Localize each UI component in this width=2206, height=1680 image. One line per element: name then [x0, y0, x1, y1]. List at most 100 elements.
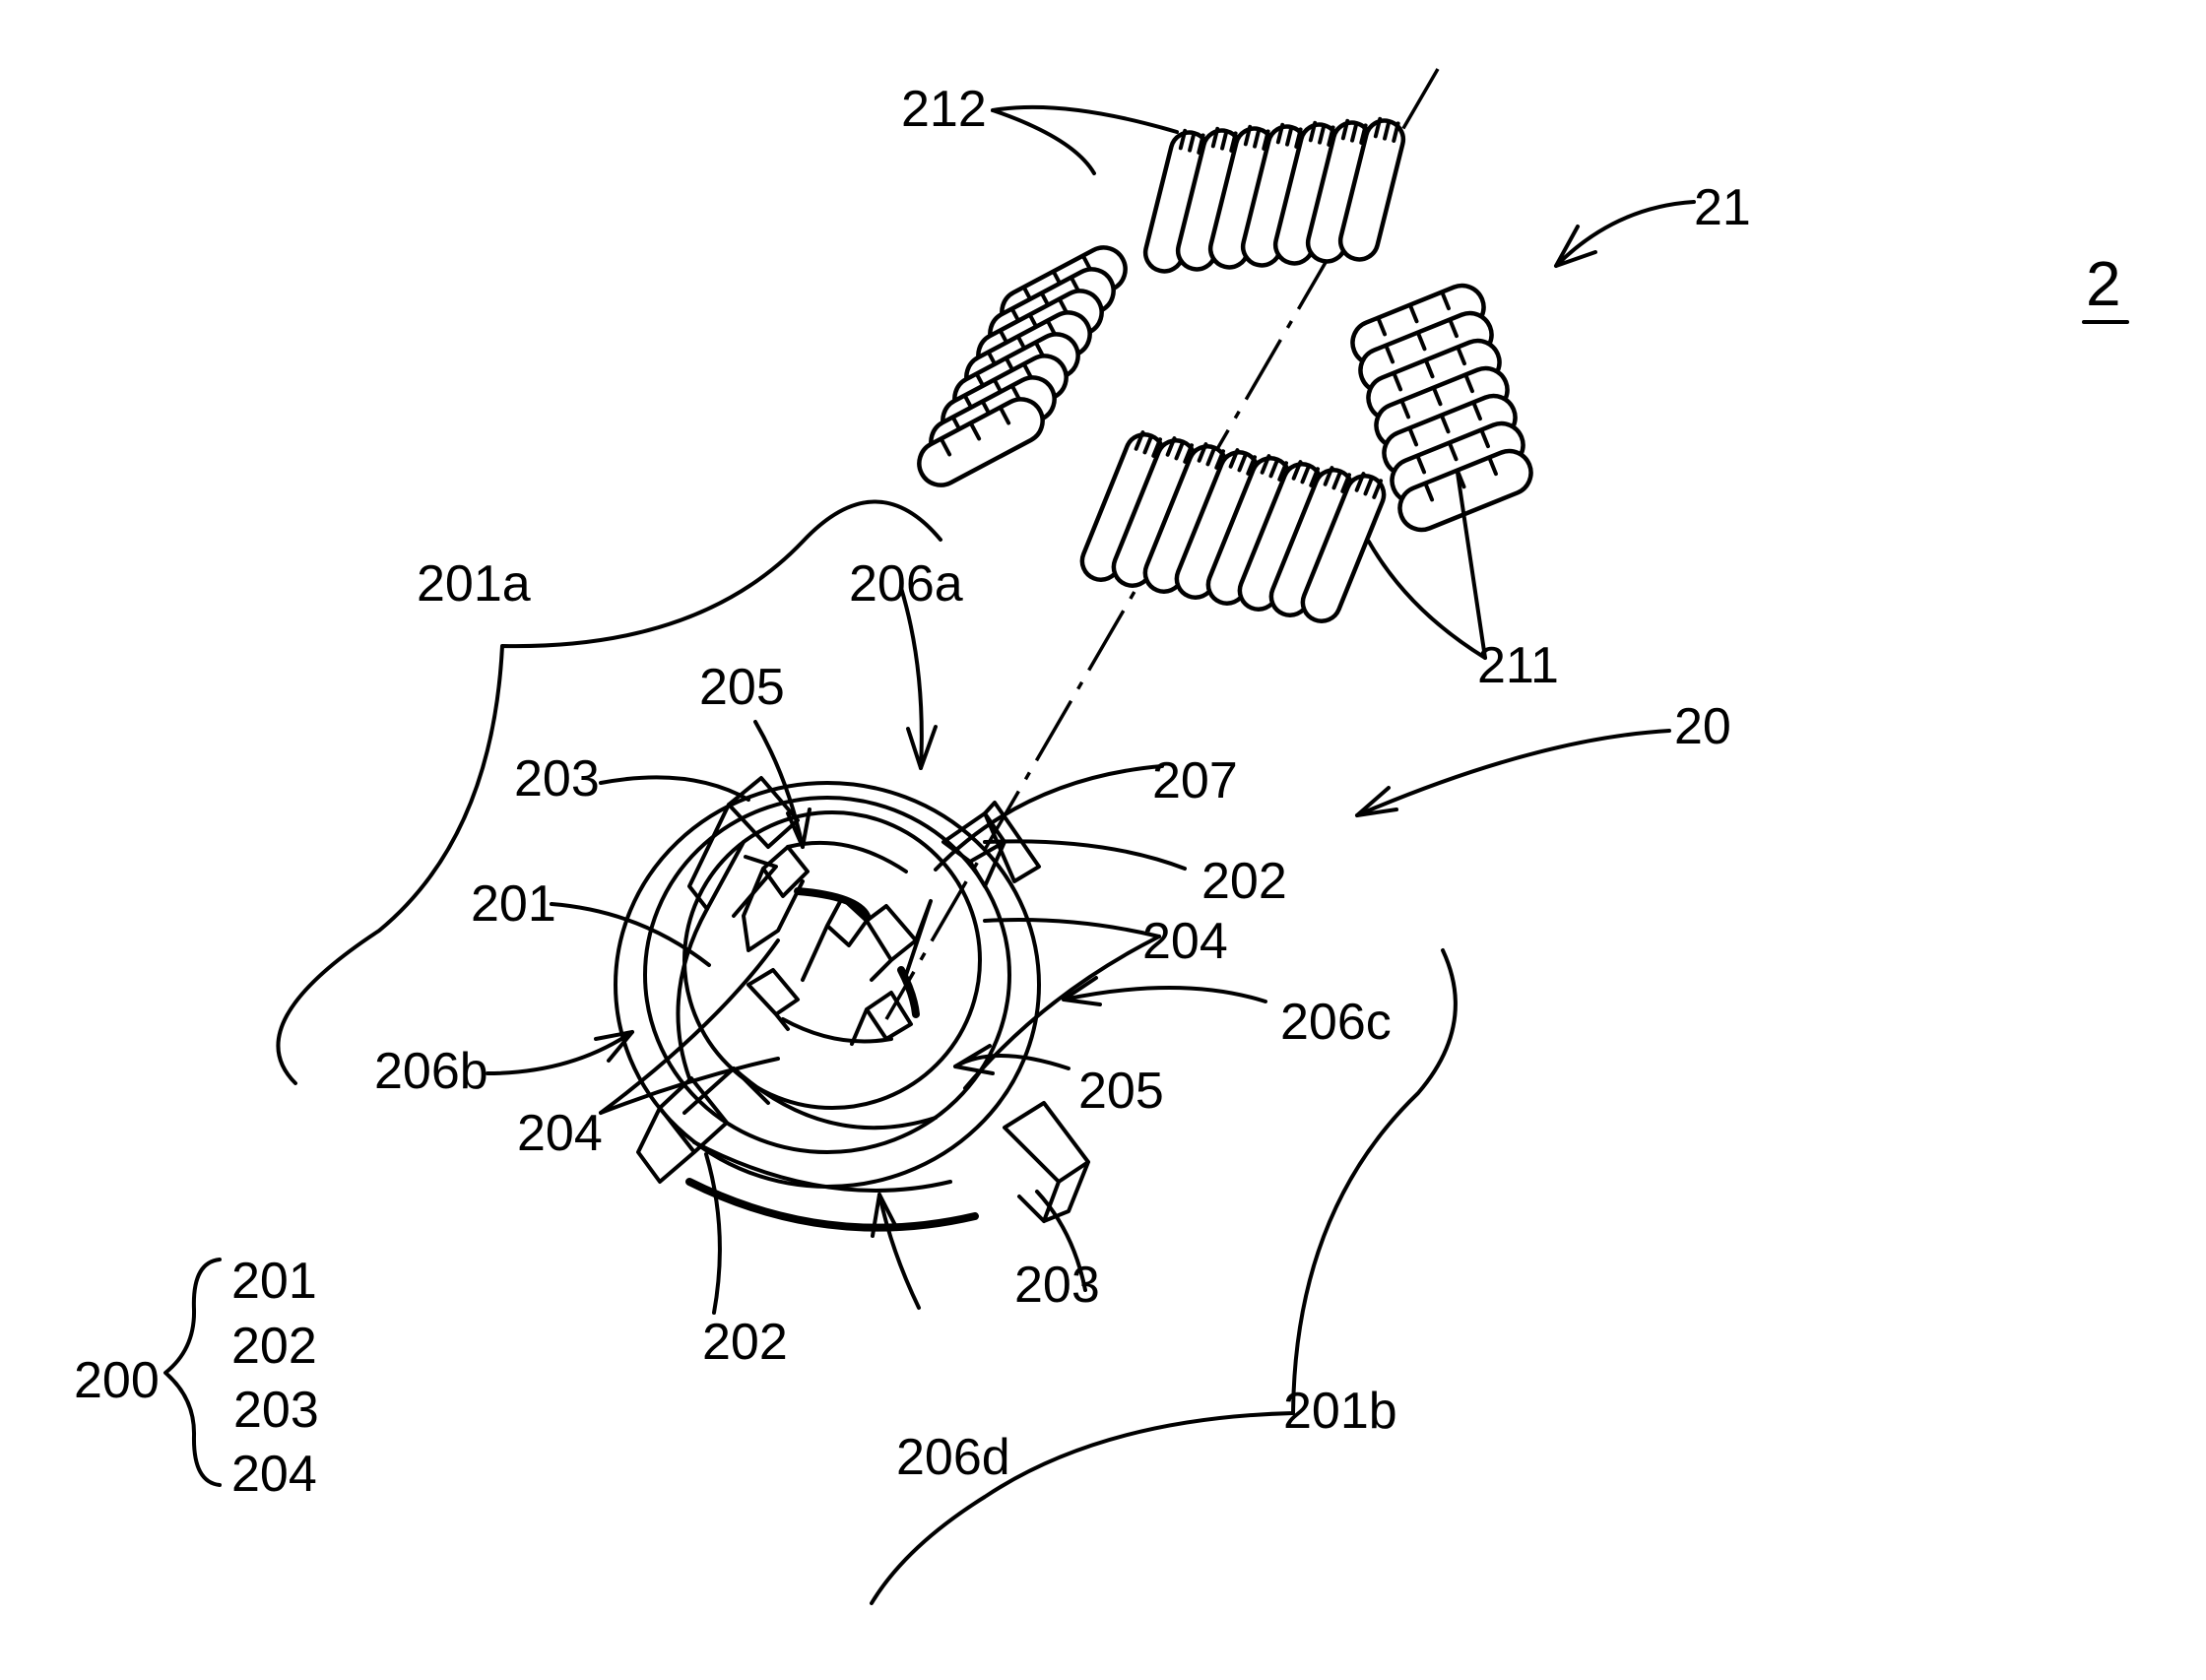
post-202-bottom — [636, 1076, 729, 1184]
coil-segment-mark — [939, 436, 952, 457]
coil-segment-mark — [1354, 472, 1366, 492]
arrowhead-20 — [1355, 786, 1398, 817]
coil-segment-mark — [1253, 127, 1262, 149]
label-205-top: 205 — [699, 659, 785, 716]
leader-206b — [486, 1030, 634, 1075]
coil-segment-mark — [1197, 442, 1208, 463]
coil-segment-mark — [1183, 443, 1195, 464]
coil-segment-mark — [1214, 449, 1226, 470]
coil-segment-mark — [1440, 290, 1451, 311]
outer-ring-bottom-rim — [685, 1178, 979, 1232]
label-201: 201 — [471, 875, 556, 933]
coil-segment-mark — [1392, 370, 1403, 392]
coil-segment-mark — [1228, 448, 1240, 469]
leader-206a — [899, 586, 924, 770]
coil-segment-mark — [1392, 121, 1400, 143]
leader-203-top — [599, 775, 750, 802]
coil-segment-mark — [1291, 460, 1303, 481]
coil-segment-mark — [1300, 463, 1312, 485]
coil-segment-mark — [1323, 466, 1334, 486]
label-206b: 206b — [374, 1043, 488, 1100]
label-207: 207 — [1152, 752, 1238, 809]
coil-winding-right — [1350, 283, 1533, 533]
coil-assembly-21 — [917, 116, 1533, 623]
coil-winding-upper-left — [917, 245, 1128, 487]
coil-segment-mark — [1350, 121, 1359, 143]
label-206c: 206c — [1280, 994, 1392, 1051]
leader-202-bottom — [704, 1152, 722, 1315]
leader-202-right — [983, 839, 1187, 871]
leader-203-bottom — [1035, 1190, 1087, 1292]
coil-segment-mark — [1262, 129, 1270, 151]
coil-segment-mark — [1463, 372, 1474, 394]
coil-segment-mark — [1308, 120, 1318, 143]
label-21: 21 — [1694, 179, 1751, 236]
coil-segment-mark — [1197, 133, 1205, 155]
lower-arc-band-inner — [732, 1066, 938, 1131]
outer-ring-inner-edge — [643, 796, 1011, 1154]
coil-segment-mark — [998, 405, 1011, 425]
group-child-label: 203 — [233, 1382, 319, 1439]
inner-rim-arc-right — [897, 966, 920, 1018]
coil-segment-mark — [1384, 343, 1395, 364]
label-202-bottom: 202 — [702, 1314, 788, 1371]
leader-204-right-b — [963, 935, 1161, 1090]
leader-207 — [934, 764, 1164, 872]
coil-segment-mark — [1376, 315, 1388, 337]
coil-segment-mark — [1359, 123, 1368, 145]
post-203-upper-inner — [732, 855, 778, 918]
arrowhead-205-top — [786, 808, 811, 849]
coil-segment-mark — [1268, 457, 1280, 479]
coil-segment-mark — [1237, 451, 1249, 473]
leader-211-a — [1367, 540, 1487, 660]
coil-winding-upper — [1142, 116, 1406, 274]
label-203-top: 203 — [514, 750, 600, 808]
coil-segment-mark — [1439, 413, 1451, 434]
label-203-bottom: 203 — [1014, 1257, 1100, 1314]
coil-segment-mark — [1210, 126, 1220, 149]
post-203-bottom — [1003, 1101, 1090, 1223]
coil-segment-mark — [1399, 398, 1411, 420]
label-201a: 201a — [417, 555, 531, 613]
label-204-right: 204 — [1142, 913, 1228, 970]
coil-segment-mark — [1294, 127, 1303, 149]
coil-segment-mark — [1260, 454, 1271, 475]
coil-segment-mark — [1277, 461, 1289, 482]
inner-disk-lower — [781, 1017, 893, 1044]
coil-segment-mark — [1151, 437, 1163, 458]
tooth-204-center — [801, 896, 869, 982]
coil-segment-mark — [1229, 131, 1238, 153]
coil-segment-mark — [1331, 469, 1343, 490]
coil-segment-mark — [1134, 430, 1145, 451]
middle-ring — [682, 810, 982, 1110]
group-child-label: 201 — [231, 1253, 317, 1310]
label-206a: 206a — [849, 555, 963, 613]
coil-segment-mark — [1415, 453, 1427, 475]
coil-segment-mark — [1431, 385, 1443, 407]
group-brace — [163, 1258, 222, 1487]
arrowhead-205-right — [953, 1044, 995, 1075]
post-202-bottom-arm — [682, 1066, 770, 1115]
label-205-right: 205 — [1078, 1063, 1164, 1120]
region-outline-201b — [870, 948, 1458, 1605]
coil-segment-mark — [1372, 479, 1384, 499]
coil-segment-mark — [1243, 124, 1253, 147]
leader-204-right-a — [983, 918, 1161, 938]
coil-segment-mark — [968, 420, 982, 441]
leader-201 — [550, 902, 711, 967]
magnetic-core-20 — [614, 776, 1090, 1232]
coil-segment-mark — [1220, 129, 1229, 151]
group-parent-label: 200 — [74, 1352, 160, 1409]
leader-204-left-a — [599, 938, 780, 1115]
coil-segment-mark — [1327, 125, 1335, 147]
coil-segment-mark — [1423, 481, 1435, 502]
left-arc-band — [676, 907, 709, 1080]
coil-segment-mark — [1309, 467, 1321, 487]
leader-211-b — [1456, 471, 1487, 660]
label-202-right: 202 — [1201, 853, 1287, 910]
group-child-label: 202 — [231, 1318, 317, 1375]
coil-segment-mark — [1285, 125, 1294, 147]
leader-20 — [1355, 729, 1671, 817]
label-212: 212 — [901, 81, 987, 138]
